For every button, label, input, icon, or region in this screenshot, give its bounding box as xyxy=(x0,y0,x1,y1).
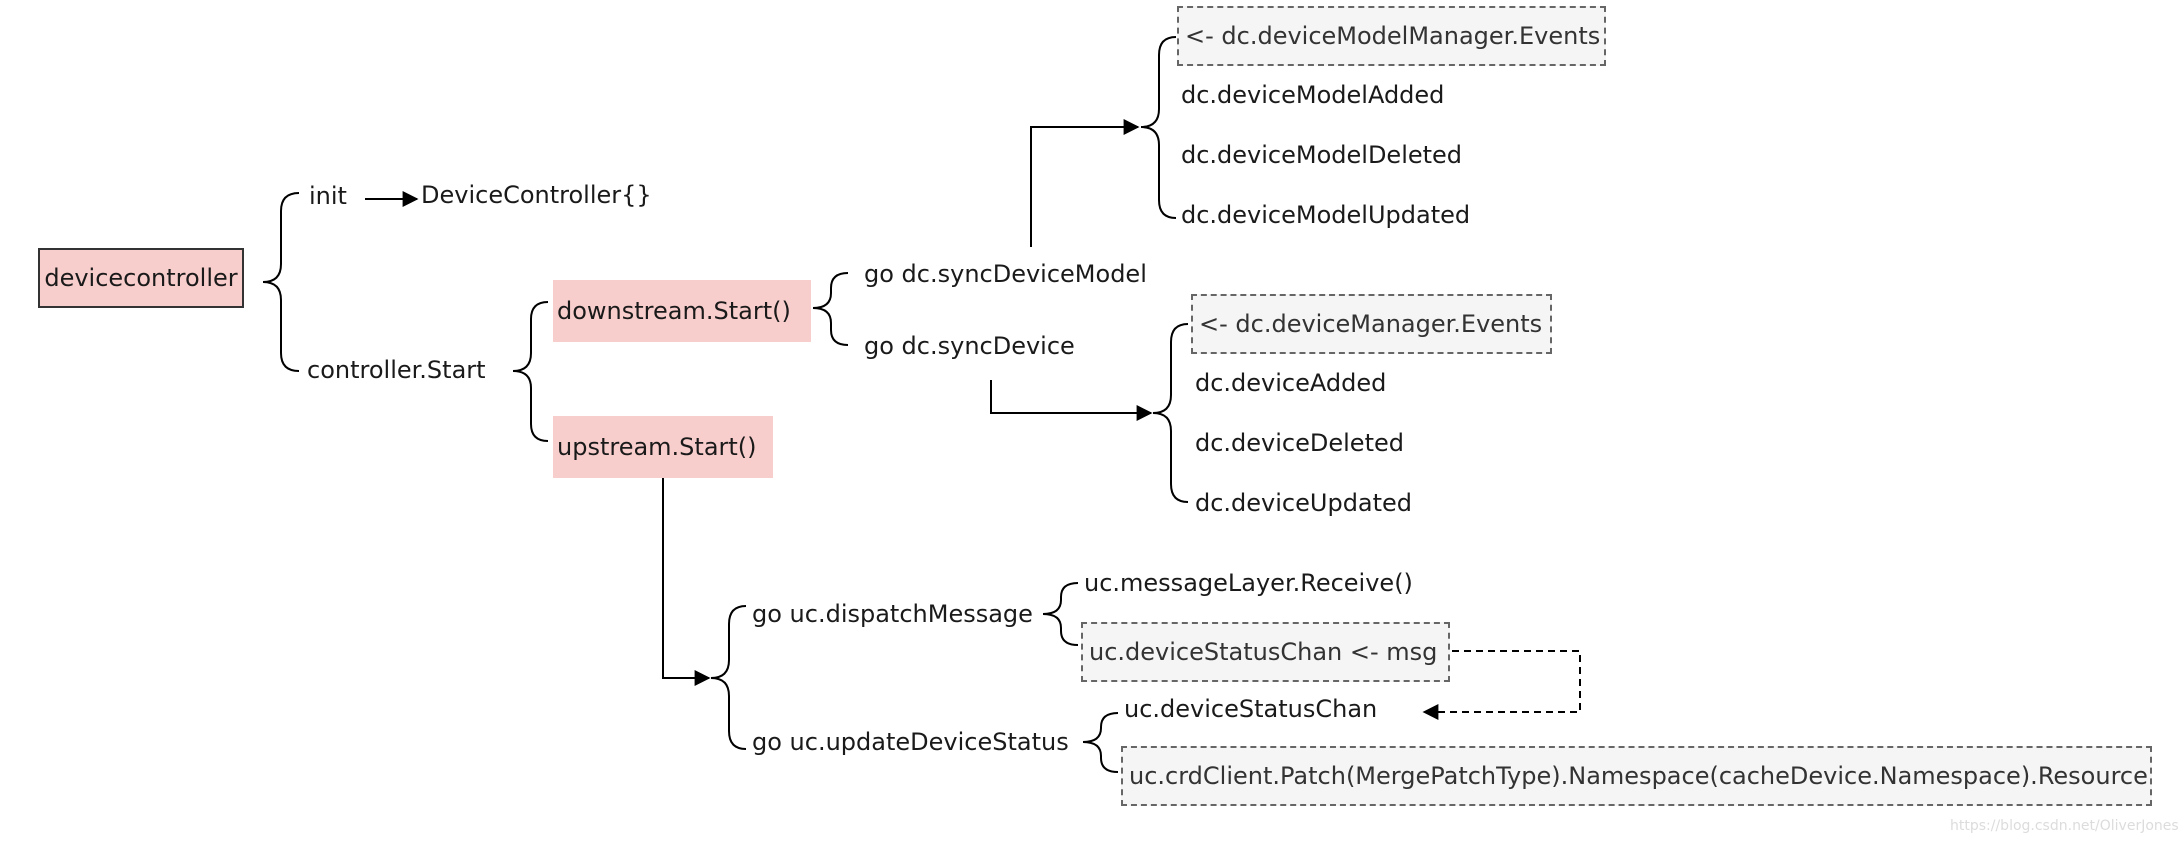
device-model-manager-events-box: <- dc.deviceModelManager.Events xyxy=(1177,6,1606,66)
device-deleted-label: dc.deviceDeleted xyxy=(1195,429,1404,457)
devicecontroller-label: devicecontroller xyxy=(44,264,238,292)
arrow-sync-device xyxy=(990,380,1153,421)
sync-device-label: go dc.syncDevice xyxy=(864,332,1075,360)
message-layer-receive-label: uc.messageLayer.Receive() xyxy=(1084,569,1413,597)
brace-upstream xyxy=(710,605,747,750)
device-model-updated-label: dc.deviceModelUpdated xyxy=(1181,201,1471,229)
brace-update-status xyxy=(1082,712,1119,773)
device-controller-struct: DeviceController{} xyxy=(421,181,652,209)
device-manager-events-box: <- dc.deviceManager.Events xyxy=(1191,294,1552,354)
dispatch-message-label: go uc.dispatchMessage xyxy=(752,600,1033,628)
brace-root xyxy=(262,192,300,372)
device-model-manager-events-label: <- dc.deviceModelManager.Events xyxy=(1185,22,1601,50)
upstream-start-box: upstream.Start() xyxy=(553,416,773,478)
device-status-chan-send-label: uc.deviceStatusChan <- msg xyxy=(1089,638,1438,666)
crd-client-patch-label: uc.crdClient.Patch(MergePatchType).Names… xyxy=(1129,762,2148,790)
watermark: https://blog.csdn.net/OliverJones xyxy=(1950,818,2179,834)
device-updated-label: dc.deviceUpdated xyxy=(1195,489,1413,517)
update-device-status-label: go uc.updateDeviceStatus xyxy=(752,728,1069,756)
brace-dispatch xyxy=(1042,582,1079,646)
crd-client-patch-box: uc.crdClient.Patch(MergePatchType).Names… xyxy=(1121,746,2152,806)
sync-device-model-label: go dc.syncDeviceModel xyxy=(864,260,1147,288)
device-model-deleted-label: dc.deviceModelDeleted xyxy=(1181,141,1463,169)
brace-device-events xyxy=(1152,323,1189,503)
device-status-chan-label: uc.deviceStatusChan xyxy=(1124,695,1378,723)
init-label: init xyxy=(309,182,347,210)
arrow-upstream xyxy=(662,478,711,686)
device-status-chan-send-box: uc.deviceStatusChan <- msg xyxy=(1081,622,1450,682)
brace-device-model-events xyxy=(1140,36,1177,219)
brace-downstream xyxy=(812,272,849,346)
upstream-start-label: upstream.Start() xyxy=(557,433,757,461)
device-model-added-label: dc.deviceModelAdded xyxy=(1181,81,1445,109)
devicecontroller-box: devicecontroller xyxy=(38,248,244,308)
device-added-label: dc.deviceAdded xyxy=(1195,369,1387,397)
arrow-status-chan xyxy=(1422,650,1581,720)
arrow-sync-device-model xyxy=(1030,119,1140,247)
downstream-start-label: downstream.Start() xyxy=(557,297,791,325)
device-manager-events-label: <- dc.deviceManager.Events xyxy=(1199,310,1543,338)
brace-controller-start xyxy=(512,301,549,442)
controller-start-label: controller.Start xyxy=(307,356,486,384)
downstream-start-box: downstream.Start() xyxy=(553,280,811,342)
